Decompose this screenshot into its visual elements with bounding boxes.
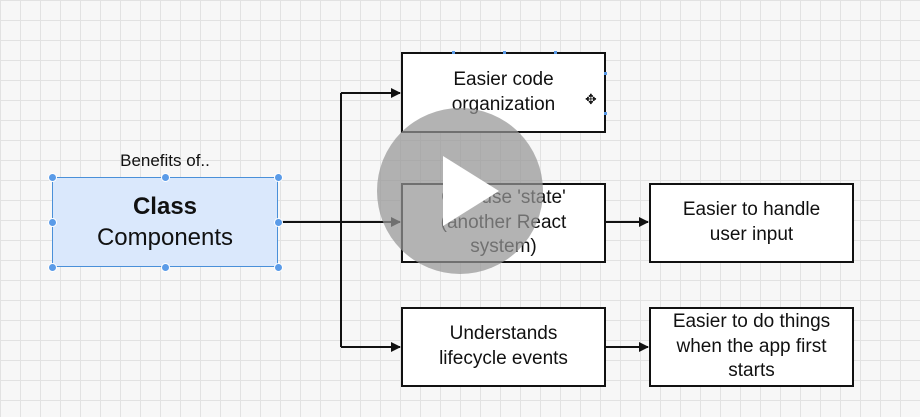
hover-dot	[604, 112, 607, 115]
resize-handle-w[interactable]	[48, 218, 57, 227]
node-easier-user-input-label: Easier to handle user input	[682, 199, 821, 245]
node-easier-first-start-label: Easier to do things when the app first s…	[672, 310, 831, 382]
root-caption[interactable]: Benefits of..	[120, 151, 210, 170]
node-understands-lifecycle-label: Understands lifecycle events	[439, 323, 568, 369]
hover-dot	[604, 72, 607, 75]
node-easier-user-input[interactable]: Easier to handle user input	[649, 183, 854, 263]
hover-dot	[452, 51, 455, 54]
node-class-components-subtitle: Components	[96, 224, 234, 251]
node-understands-lifecycle[interactable]: Understands lifecycle events	[401, 307, 606, 387]
node-class-components-title: Class	[132, 192, 198, 220]
resize-handle-n[interactable]	[161, 173, 170, 182]
play-icon	[443, 156, 499, 226]
resize-handle-ne[interactable]	[274, 173, 283, 182]
hover-dot	[554, 51, 557, 54]
move-cursor-icon: ✥	[585, 91, 597, 107]
node-class-components[interactable]: Class Components	[52, 177, 278, 267]
video-play-button[interactable]	[377, 108, 543, 274]
resize-handle-e[interactable]	[274, 218, 283, 227]
node-easier-first-start[interactable]: Easier to do things when the app first s…	[649, 307, 854, 387]
resize-handle-nw[interactable]	[48, 173, 57, 182]
node-easier-code-organization-label: Easier code organization	[451, 68, 556, 115]
resize-handle-se[interactable]	[274, 263, 283, 272]
resize-handle-s[interactable]	[161, 263, 170, 272]
resize-handle-sw[interactable]	[48, 263, 57, 272]
hover-dot	[503, 51, 506, 54]
